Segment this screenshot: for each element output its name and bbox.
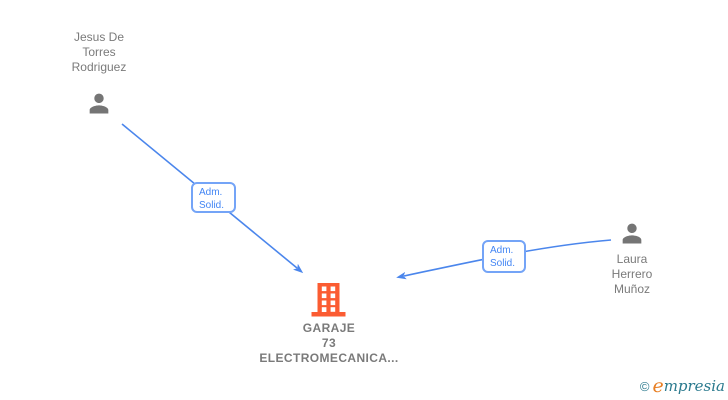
node-label-line: Rodriguez [71, 60, 127, 74]
node-label-line: Herrero [611, 267, 653, 281]
node-label-laura-herrero-munoz[interactable]: Laura Herrero Muñoz [572, 252, 692, 297]
node-label-line: Laura [616, 252, 648, 266]
person-icon[interactable] [85, 89, 113, 117]
edge-label-line: Solid. [490, 258, 516, 269]
brand-name: mpresia [663, 376, 725, 395]
person-icon[interactable] [618, 219, 646, 247]
edge-label-line: Adm. [199, 187, 223, 198]
copyright-icon: © [639, 378, 650, 394]
node-label-garaje-73-electromecanica[interactable]: GARAJE 73 ELECTROMECANICA... [239, 321, 419, 366]
edge-label-line: Adm. [490, 245, 514, 256]
node-label-line: GARAJE [302, 321, 356, 335]
node-label-jesus-de-torres-rodriguez[interactable]: Jesus De Torres Rodriguez [39, 30, 159, 75]
node-label-line: Muñoz [613, 282, 651, 296]
node-label-line: ELECTROMECANICA... [259, 351, 399, 365]
node-label-line: 73 [321, 336, 337, 350]
node-label-line: Torres [82, 45, 116, 59]
edge-label-adm-solid-2[interactable]: Adm. Solid. [482, 240, 526, 273]
node-label-line: Jesus De [73, 30, 125, 44]
brand-initial: e [652, 374, 664, 397]
empresia-watermark: © e mpresia [640, 375, 725, 397]
edge-label-line: Solid. [199, 200, 225, 211]
building-icon[interactable] [311, 282, 346, 318]
edge-label-adm-solid-1[interactable]: Adm. Solid. [191, 182, 236, 213]
